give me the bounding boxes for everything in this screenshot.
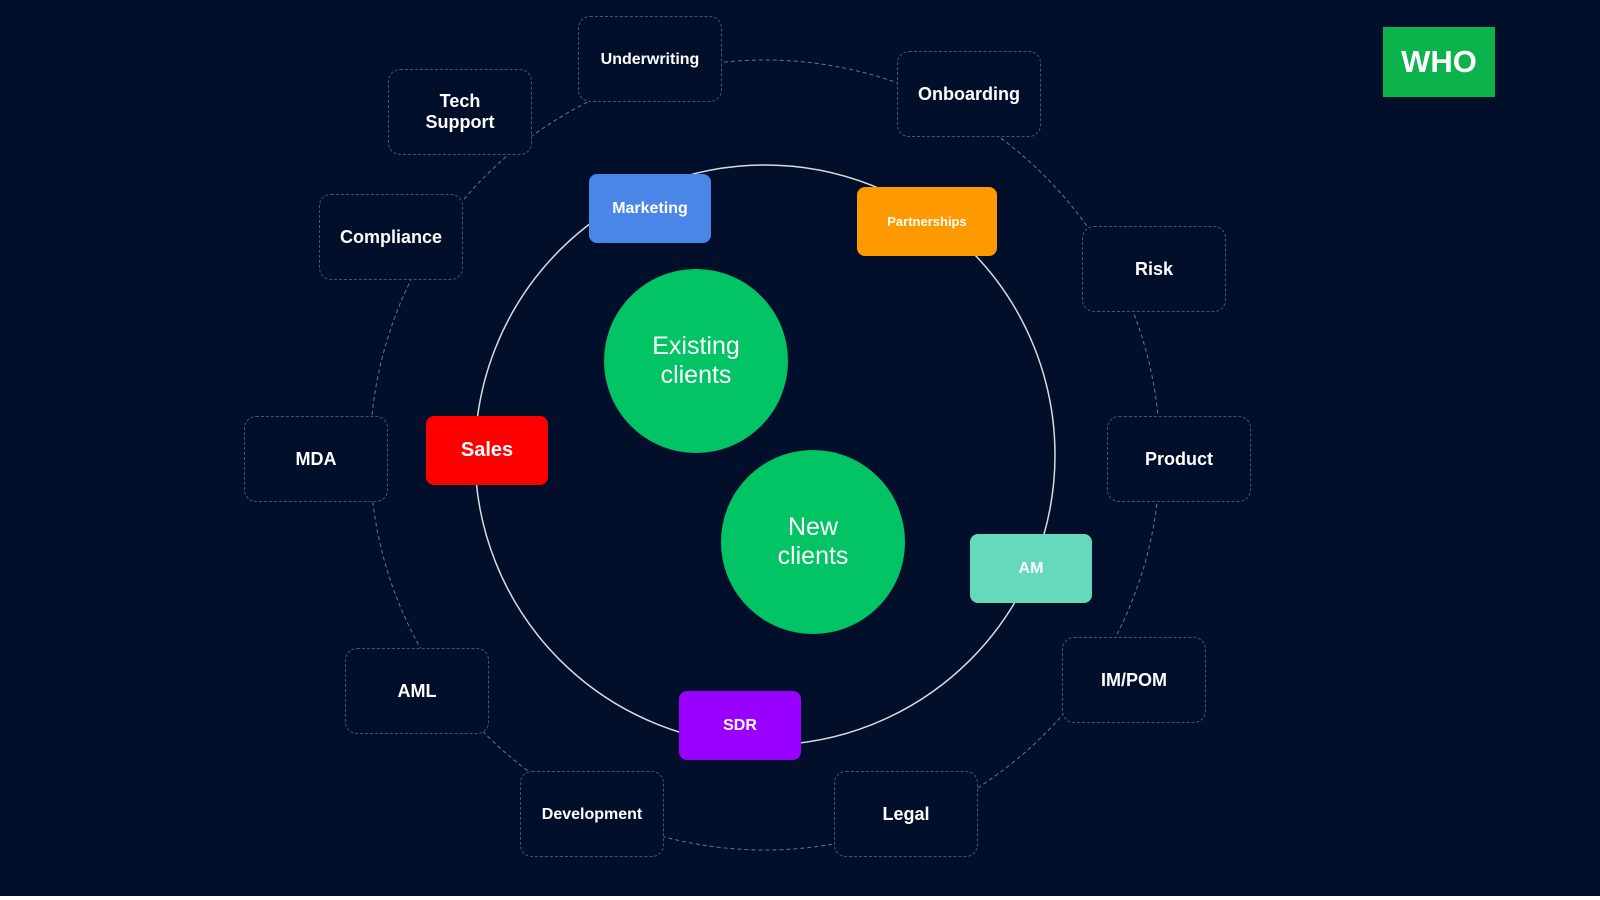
outer-team-compliance: Compliance (319, 194, 463, 280)
inner-team-am: AM (970, 534, 1092, 603)
outer-team-tech-support: Tech Support (388, 69, 532, 155)
who-badge: WHO (1383, 27, 1495, 97)
inner-team-sales: Sales (426, 416, 548, 485)
outer-team-onboarding: Onboarding (897, 51, 1041, 137)
new-clients-circle: New clients (721, 450, 905, 634)
outer-team-mda: MDA (244, 416, 388, 502)
inner-team-partnerships: Partnerships (857, 187, 997, 256)
outer-team-underwriting: Underwriting (578, 16, 722, 102)
outer-team-im-pom: IM/POM (1062, 637, 1206, 723)
existing-clients-circle: Existing clients (604, 269, 788, 453)
outer-team-legal: Legal (834, 771, 978, 857)
outer-team-product: Product (1107, 416, 1251, 502)
outer-team-risk: Risk (1082, 226, 1226, 312)
inner-team-marketing: Marketing (589, 174, 711, 243)
inner-team-sdr: SDR (679, 691, 801, 760)
outer-team-development: Development (520, 771, 664, 857)
outer-team-aml: AML (345, 648, 489, 734)
